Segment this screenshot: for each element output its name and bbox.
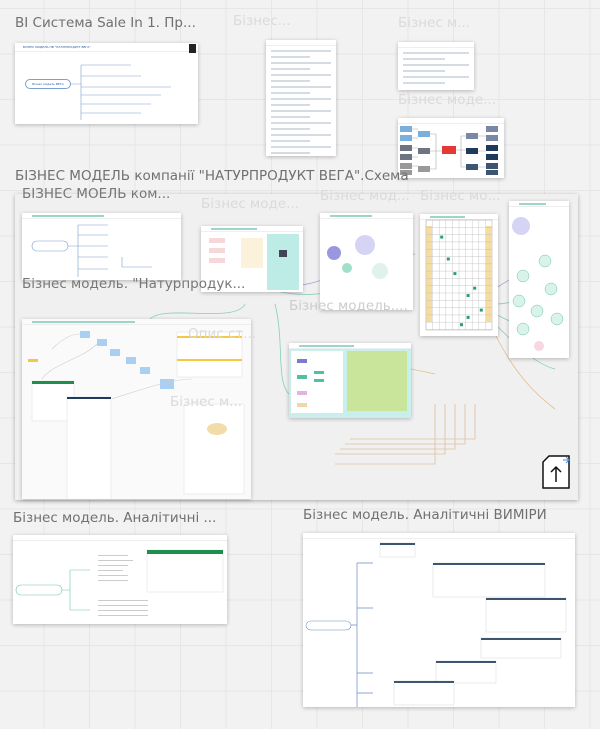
frame-title[interactable]: БІЗНЕС МОЕЛЬ ком... (22, 186, 171, 202)
mindmap-root: Бізнес модель ВЕГА (25, 79, 71, 89)
export-upload-icon[interactable] (541, 454, 571, 490)
frame-org-chart[interactable] (398, 118, 504, 178)
frame-title[interactable]: Бізнес модель. Аналітичні ВИМІРИ (303, 507, 547, 523)
frame-title[interactable]: Бізнес м... (170, 394, 243, 410)
frame-header: БІЗНЕС МОДЕЛЬ НВ "НАТУРПРОДУКТ ВЕГА" (15, 43, 198, 52)
frame-title[interactable]: Опис ст... (188, 326, 257, 342)
matrix-grid (425, 219, 493, 331)
frame-title[interactable]: Бізнес мо... (420, 188, 501, 204)
frame-title[interactable]: Бізнес моде... (398, 92, 496, 108)
frame-title[interactable]: Бізнес моде... (201, 196, 299, 212)
frame-title[interactable]: Бізнес... (233, 13, 291, 29)
thumbnail-icon (189, 44, 196, 53)
frame-title[interactable]: Бізнес модель.... (289, 298, 408, 314)
frame-analytics-mindmap[interactable] (13, 535, 227, 624)
frame-analytics-dimensions[interactable] (303, 533, 575, 707)
frame-title[interactable]: Бізнес м... (398, 15, 471, 31)
frame-inputs[interactable] (201, 226, 303, 292)
frame-flows[interactable] (320, 213, 413, 310)
frame-title[interactable]: Бізнес модель. "Натурпродук... (22, 276, 246, 292)
frame-mindmap[interactable] (22, 213, 181, 280)
frame-title[interactable]: BI Система Sale In 1. Пр... (15, 15, 196, 31)
frame-title[interactable]: Бізнес модель. Аналітичні ... (13, 510, 217, 526)
frame-matrix[interactable] (420, 214, 498, 336)
frame-title[interactable]: БІЗНЕС МОДЕЛЬ компанії "НАТУРПРОДУКТ ВЕГ… (15, 168, 409, 184)
frame-bi-system[interactable]: БІЗНЕС МОДЕЛЬ НВ "НАТУРПРОДУКТ ВЕГА" Біз… (15, 43, 198, 124)
frame-business-model-scheme[interactable]: БІЗНЕС МОЕЛЬ ком... Бізнес модель. "Нату… (15, 186, 578, 500)
frame-process-flow[interactable] (22, 319, 251, 499)
frame-text-small[interactable] (398, 42, 474, 90)
frame-title[interactable]: Бізнес мод... (320, 188, 410, 204)
frame-text-list[interactable] (266, 40, 336, 156)
mindmap-branches (71, 64, 171, 120)
frame-relations[interactable] (289, 343, 411, 418)
frame-clusters[interactable] (509, 201, 569, 358)
